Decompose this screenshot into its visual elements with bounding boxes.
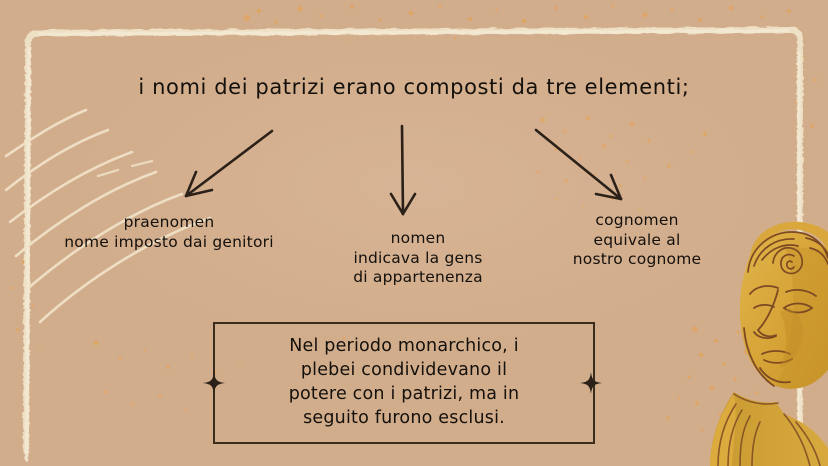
slide-title: i nomi dei patrizi erano composti da tre…: [138, 75, 690, 99]
branch-label-cognomen: cognomen equivale al nostro cognome: [572, 211, 702, 268]
callout-text: Nel periodo monarchico, i plebei condivi…: [288, 336, 520, 428]
branch-label-nomen: nomen indicava la gens di appartenenza: [353, 229, 483, 286]
branch-label-praenomen: praenomen nome imposto dai genitori: [64, 213, 274, 251]
